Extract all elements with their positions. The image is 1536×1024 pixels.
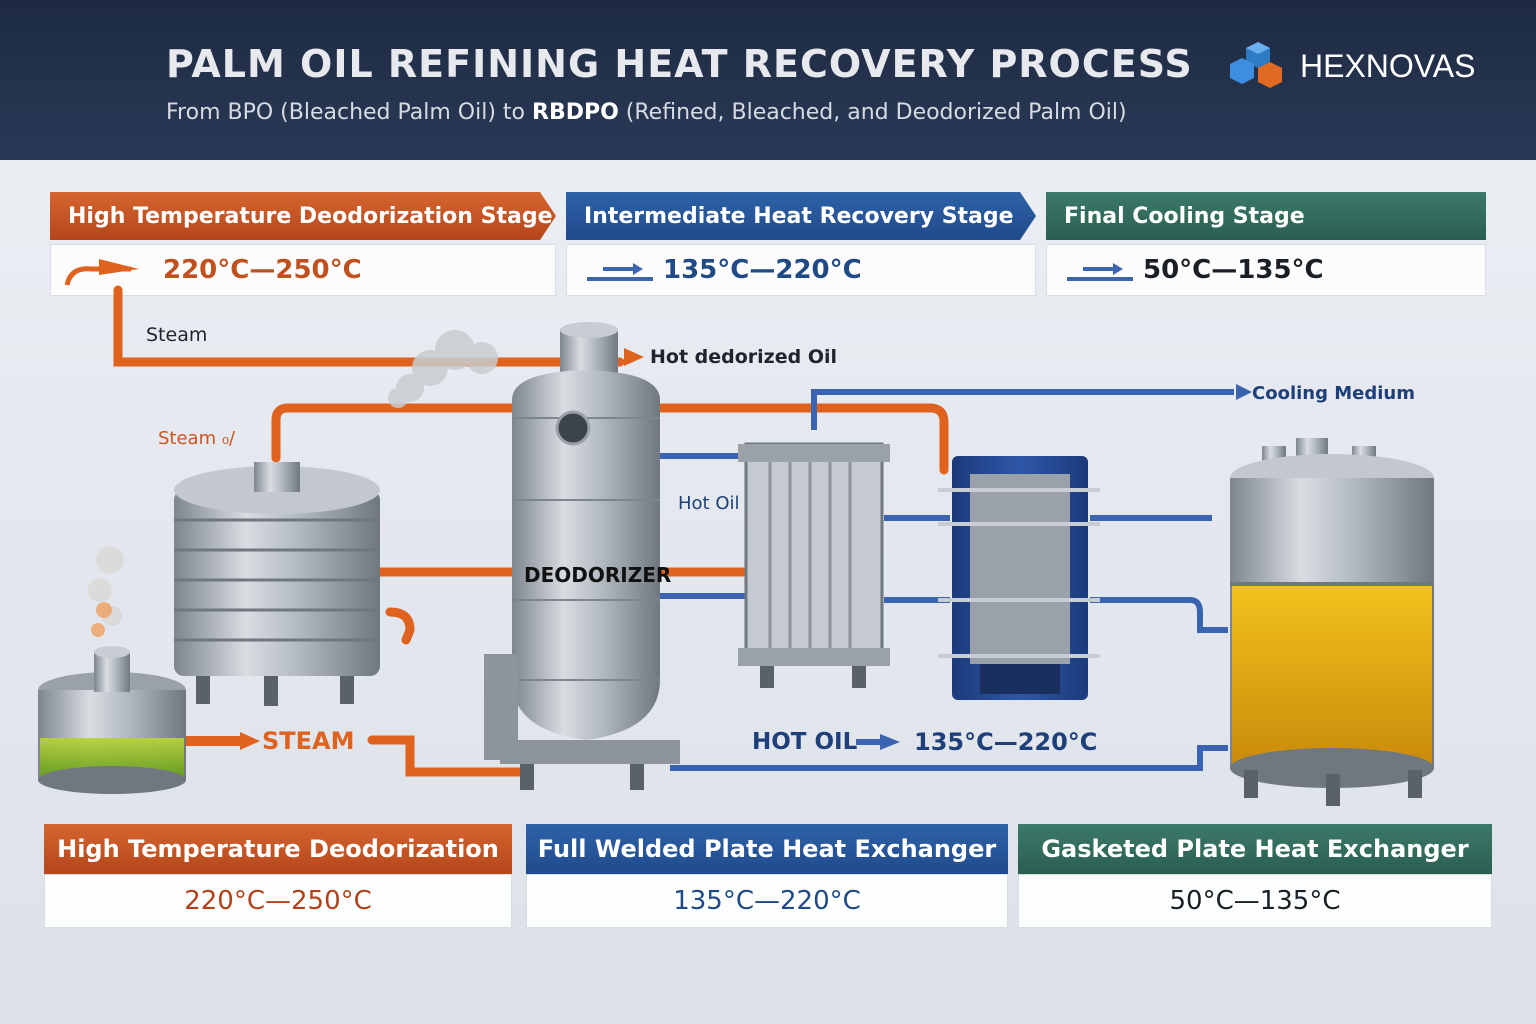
rbdpo-storage-tank bbox=[1230, 438, 1434, 806]
steam-pipe-network bbox=[113, 285, 949, 777]
footer-welded-phe-range: 135°C—220°C bbox=[526, 874, 1008, 928]
steam-pipe-icon bbox=[64, 259, 139, 286]
steam-arrow-shaft bbox=[186, 736, 242, 746]
stage-label: High Temperature Deodorization Stage bbox=[68, 203, 553, 229]
pipe-to-tank-2 bbox=[1090, 597, 1228, 633]
arrow-hot-oil bbox=[880, 734, 900, 750]
header-banner: PALM OIL REFINING HEAT RECOVERY PROCESS … bbox=[0, 0, 1536, 160]
footer-gasketed-phe-header: Gasketed Plate Heat Exchanger bbox=[1018, 824, 1492, 874]
feed-tank bbox=[38, 646, 186, 794]
flow-arrow-icon bbox=[587, 263, 653, 281]
label-steam-big: STEAM bbox=[262, 727, 355, 755]
flow-arrow-icon bbox=[1067, 263, 1133, 281]
footer-range: 135°C—220°C bbox=[673, 886, 861, 916]
stage-high-temp-header: High Temperature Deodorization Stage bbox=[50, 192, 556, 240]
stage-intermediate-header: Intermediate Heat Recovery Stage bbox=[566, 192, 1036, 240]
page-subtitle: From BPO (Bleached Palm Oil) to RBDPO (R… bbox=[166, 100, 1127, 125]
stage-high-temp-range: 220°C—250°C bbox=[50, 244, 556, 296]
footer-range: 50°C—135°C bbox=[1169, 886, 1341, 916]
page-title: PALM OIL REFINING HEAT RECOVERY PROCESS bbox=[166, 42, 1193, 86]
subtitle-suffix: (Refined, Bleached, and Deodorized Palm … bbox=[618, 100, 1127, 125]
footer-label: Gasketed Plate Heat Exchanger bbox=[1041, 835, 1469, 863]
cooling-medium-pipe bbox=[811, 389, 1234, 430]
steam-pipe-return bbox=[385, 607, 415, 645]
footer-welded-phe-header: Full Welded Plate Heat Exchanger bbox=[526, 824, 1008, 874]
footer-high-temp-header: High Temperature Deodorization bbox=[44, 824, 512, 874]
label-hot-oil: Hot Oil bbox=[678, 493, 740, 514]
stage-final-range: 50°C—135°C bbox=[1046, 244, 1486, 296]
label-steam-side: Steam ₀/ bbox=[158, 428, 236, 449]
pressure-gauge-icon bbox=[555, 410, 591, 446]
hexagon-cubes-icon bbox=[1230, 42, 1282, 88]
footer-label: High Temperature Deodorization bbox=[57, 835, 499, 863]
flame-plume bbox=[91, 602, 112, 637]
deodorizer-column bbox=[484, 322, 680, 790]
label-deodorizer: DEODORIZER bbox=[524, 563, 672, 587]
steam-pipe-to-deodorizer bbox=[271, 403, 525, 463]
subtitle-prefix: From BPO (Bleached Palm Oil) to bbox=[166, 100, 532, 125]
label-hot-oil-range: 135°C—220°C bbox=[914, 728, 1098, 756]
range-text: 135°C—220°C bbox=[663, 255, 862, 285]
steam-cloud bbox=[388, 330, 498, 408]
footer-gasketed-phe-range: 50°C—135°C bbox=[1018, 874, 1492, 928]
footer-high-temp-range: 220°C—250°C bbox=[44, 874, 512, 928]
stage-final-cooling-header: Final Cooling Stage bbox=[1046, 192, 1486, 240]
process-diagram bbox=[38, 285, 1434, 806]
label-hot-deodorized-oil: Hot dedorized Oil bbox=[650, 346, 838, 368]
steam-pipe-bottom bbox=[367, 735, 525, 777]
arrow-steam bbox=[240, 732, 260, 750]
label-hot-oil-big: HOT OIL bbox=[752, 729, 858, 755]
gasketed-plate-heat-exchanger bbox=[938, 456, 1100, 700]
company-logo: HEXNOVAS bbox=[1226, 38, 1526, 98]
oil-pipe-network bbox=[660, 389, 1234, 771]
steam-pipe-top bbox=[113, 285, 625, 367]
footer-label: Full Welded Plate Heat Exchanger bbox=[537, 835, 997, 863]
footer-range: 220°C—250°C bbox=[184, 886, 372, 916]
arrow-cooling-medium bbox=[1236, 384, 1252, 400]
label-cooling-medium: Cooling Medium bbox=[1252, 383, 1415, 404]
subtitle-rbdpo: RBDPO bbox=[532, 100, 619, 125]
stage-label: Final Cooling Stage bbox=[1064, 203, 1305, 229]
logo-text: HEXNOVAS bbox=[1300, 48, 1476, 84]
stage-label: Intermediate Heat Recovery Stage bbox=[584, 203, 1014, 229]
stage-intermediate-range: 135°C—220°C bbox=[566, 244, 1036, 296]
hot-oil-return-pipe bbox=[670, 745, 1228, 771]
hot-oil-arrow-shaft bbox=[856, 739, 882, 745]
range-text: 220°C—250°C bbox=[163, 255, 362, 285]
welded-plate-heat-exchanger bbox=[738, 442, 890, 688]
label-steam-top: Steam bbox=[146, 324, 208, 346]
hot-oil-pipe-to-exchanger bbox=[645, 403, 949, 475]
stacked-heater bbox=[174, 462, 380, 706]
range-text: 50°C—135°C bbox=[1143, 255, 1324, 285]
arrow-hot-oil-out bbox=[624, 348, 644, 366]
